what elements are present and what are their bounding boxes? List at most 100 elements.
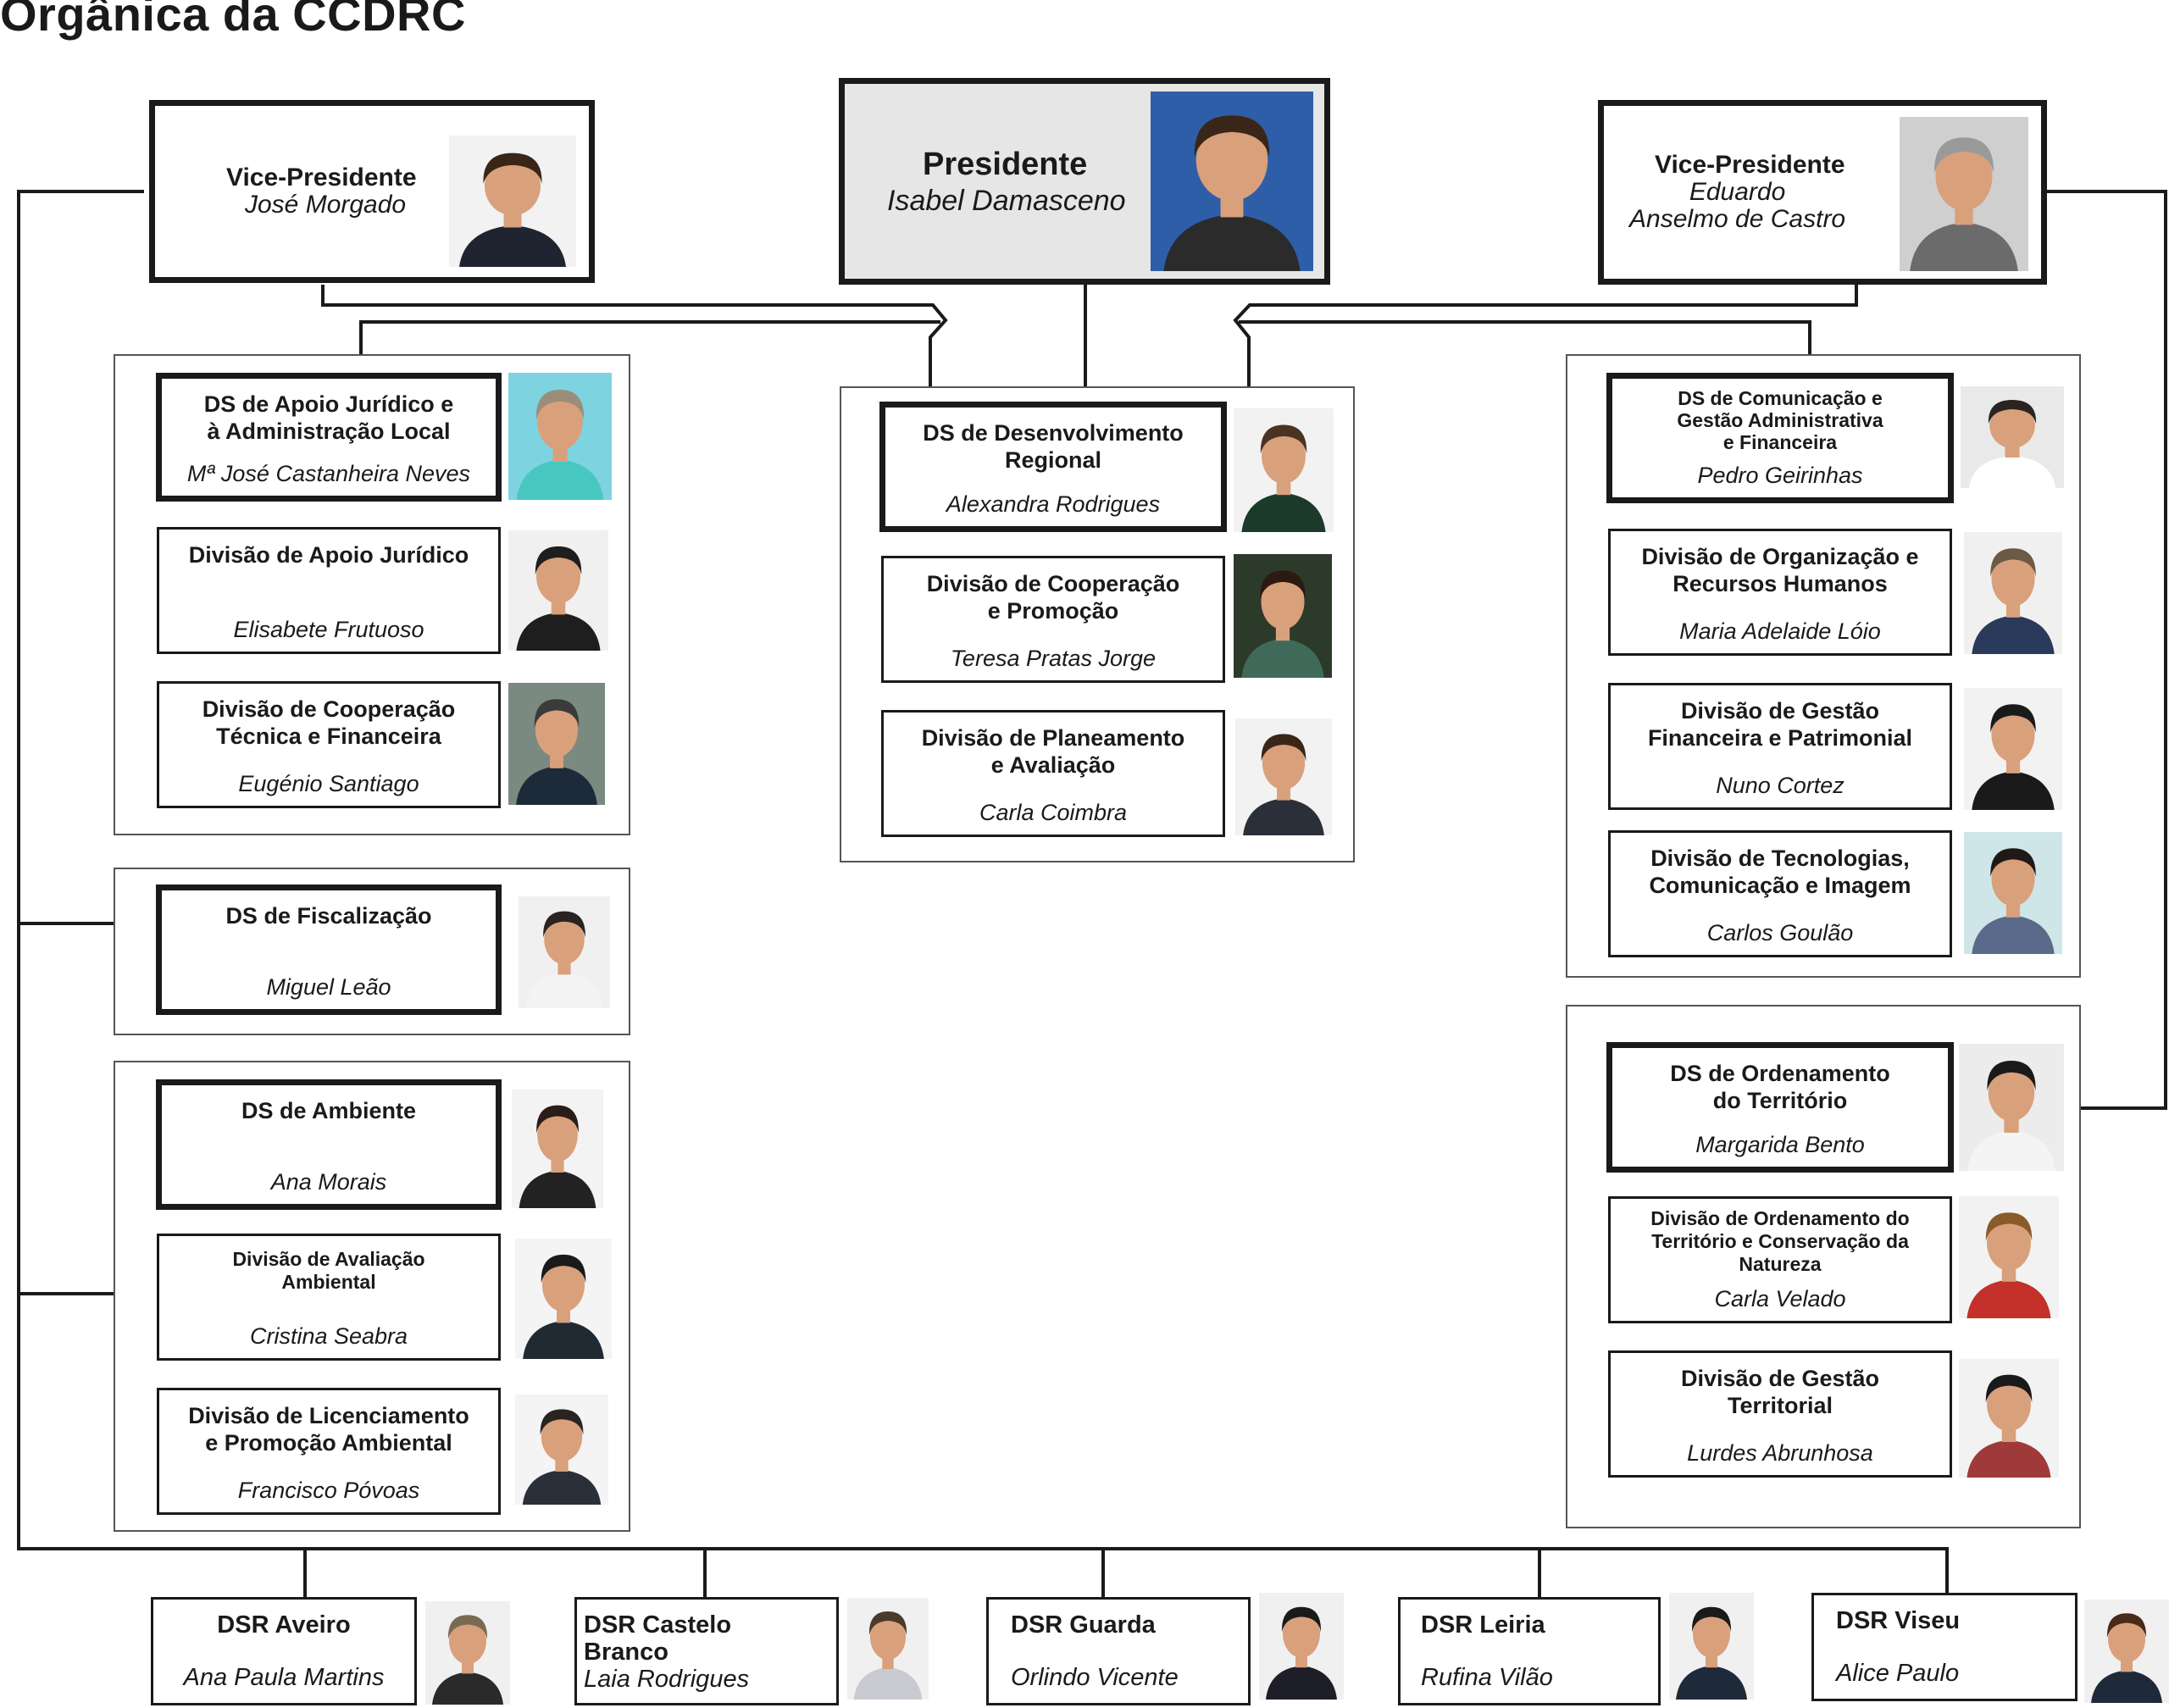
portrait-photo (519, 896, 610, 1008)
portrait-photo (1964, 688, 2062, 810)
unit-div-cooperacao-tecnica: Divisão de Cooperação Técnica e Financei… (157, 681, 501, 808)
unit-title: Divisão de Gestão Territorial (1680, 1366, 1880, 1418)
unit-head-name: Alexandra Rodrigues (946, 491, 1161, 517)
unit-title: DS de Ambiente (241, 1098, 417, 1123)
connector-vp-right (1233, 285, 1858, 386)
unit-title: Divisão de Organização e Recursos Humano… (1641, 544, 1919, 596)
unit-title: DS de Comunicação e Gestão Administrativ… (1677, 387, 1883, 453)
unit-head-name: Elisabete Frutuoso (233, 617, 424, 642)
group-right-ordenamento (1566, 1005, 2081, 1528)
portrait-photo (1900, 117, 2028, 271)
unit-head-name: Cristina Seabra (249, 1323, 408, 1349)
unit-title: DSR Guarda (1011, 1611, 1156, 1639)
unit-title: Divisão de Cooperação e Promoção (926, 571, 1180, 624)
unit-dsr-castelo-branco: DSR Castelo Branco Laia Rodrigues (574, 1597, 839, 1705)
unit-head-name: Carla Velado (1714, 1286, 1846, 1312)
unit-title: DS de Ordenamento do Território (1670, 1061, 1890, 1113)
unit-dsr-guarda: DSR Guarda Orlindo Vicente (986, 1597, 1251, 1705)
unit-title: DSR Leiria (1421, 1611, 1545, 1639)
unit-title: Divisão de Cooperação Técnica e Financei… (202, 696, 456, 749)
unit-head-name: Miguel Leão (266, 974, 391, 1000)
unit-title: DSR Viseu (1836, 1607, 1961, 1634)
portrait-photo (1959, 1196, 2059, 1318)
portrait-photo (1964, 832, 2062, 954)
vp-left-name: José Morgado (245, 191, 407, 219)
unit-dsr-leiria: DSR Leiria Rufina Vilão (1398, 1597, 1661, 1705)
unit-title: Divisão de Licenciamento e Promoção Ambi… (188, 1403, 469, 1456)
portrait-photo (1959, 1359, 2059, 1478)
unit-ds-apoio-juridico: DS de Apoio Jurídico e à Administração L… (156, 373, 502, 502)
unit-title: Divisão de Ordenamento do Território e C… (1650, 1207, 1910, 1275)
unit-head-name: Carla Coimbra (979, 800, 1128, 825)
group-left-ambiente (114, 1061, 630, 1532)
unit-head-name: Alice Paulo (1836, 1660, 1960, 1687)
group-right-comunicacao (1566, 354, 2081, 978)
unit-head-name: Orlindo Vicente (1011, 1664, 1179, 1691)
unit-div-gestao-territorial: Divisão de Gestão Territorial Lurdes Abr… (1608, 1350, 1952, 1478)
portrait-photo (1959, 1044, 2064, 1171)
unit-head-name: Margarida Bento (1695, 1132, 1865, 1157)
unit-ds-desenvolvimento-regional: DS de Desenvolvimento Regional Alexandra… (879, 402, 1227, 532)
unit-title: Divisão de Avaliação Ambiental (232, 1248, 425, 1293)
portrait-photo (1234, 554, 1332, 678)
unit-head-name: Rufina Vilão (1421, 1664, 1553, 1691)
portrait-photo (1669, 1593, 1754, 1700)
portrait-photo (1961, 386, 2064, 488)
unit-head-name: Laia Rodrigues (584, 1666, 750, 1693)
unit-title: DS de Desenvolvimento Regional (923, 420, 1184, 473)
portrait-photo (1259, 1593, 1344, 1700)
unit-head-name: Ana Morais (270, 1169, 387, 1195)
unit-head-name: Lurdes Abrunhosa (1687, 1440, 1873, 1466)
group-left-fiscalizacao (114, 868, 630, 1035)
unit-ds-ordenamento: DS de Ordenamento do Território Margarid… (1606, 1042, 1954, 1173)
portrait-photo (515, 1395, 608, 1505)
unit-div-avaliacao-ambiental: Divisão de Avaliação Ambiental Cristina … (157, 1234, 501, 1361)
connector-vp-left (321, 285, 948, 386)
connector-right-bar (2045, 190, 2167, 1110)
portrait-photo (449, 136, 576, 267)
unit-head-name: Carlos Goulão (1706, 920, 1854, 946)
unit-ds-fiscalizacao: DS de Fiscalização Miguel Leão (156, 884, 502, 1015)
unit-div-cooperacao-promocao: Divisão de Cooperação e Promoção Teresa … (881, 556, 1225, 683)
unit-div-planeamento-avaliacao: Divisão de Planeamento e Avaliação Carla… (881, 710, 1225, 837)
unit-head-name: Mª José Castanheira Neves (186, 461, 471, 486)
president-name: Isabel Damasceno (887, 185, 1126, 217)
portrait-photo (508, 530, 608, 651)
vp-right-title: Vice-Presidente (1655, 151, 1845, 179)
portrait-photo (508, 683, 605, 805)
unit-head-name: Francisco Póvoas (237, 1478, 420, 1503)
connector-left-bar (17, 190, 1949, 1550)
portrait-photo (515, 1239, 612, 1359)
unit-title: DSR Aveiro (217, 1611, 351, 1639)
unit-div-apoio-juridico: Divisão de Apoio Jurídico Elisabete Frut… (157, 527, 501, 654)
group-center-desenvolvimento (840, 386, 1355, 862)
unit-div-gestao-financeira: Divisão de Gestão Financeira e Patrimoni… (1608, 683, 1952, 810)
unit-head-name: Maria Adelaide Lóio (1679, 618, 1881, 644)
unit-dsr-aveiro: DSR Aveiro Ana Paula Martins (151, 1597, 417, 1705)
portrait-photo (1151, 92, 1313, 271)
unit-head-name: Teresa Pratas Jorge (950, 646, 1157, 671)
unit-head-name: Ana Paula Martins (183, 1664, 385, 1691)
portrait-photo (1234, 408, 1334, 532)
unit-head-name: Nuno Cortez (1716, 773, 1844, 798)
unit-div-organizacao-rh: Divisão de Organização e Recursos Humano… (1608, 529, 1952, 656)
unit-div-ordenamento-conservacao: Divisão de Ordenamento do Território e C… (1608, 1196, 1952, 1323)
unit-title: Divisão de Planeamento e Avaliação (921, 725, 1185, 778)
unit-div-licenciamento-ambiental: Divisão de Licenciamento e Promoção Ambi… (157, 1388, 501, 1515)
page-title: Orgânica da CCDRC (0, 0, 466, 41)
unit-head-name: Pedro Geirinhas (1697, 463, 1863, 488)
vp-left-title: Vice-Presidente (226, 164, 417, 191)
vp-right-name: Eduardo Anselmo de Castro (1629, 178, 1846, 233)
unit-head-name: Eugénio Santiago (238, 771, 419, 796)
group-left-juridico (114, 354, 630, 835)
connector-right-column (1239, 320, 1811, 354)
portrait-photo (425, 1601, 510, 1705)
unit-title: Divisão de Apoio Jurídico (188, 542, 469, 568)
portrait-photo (508, 373, 612, 500)
unit-title: Divisão de Gestão Financeira e Patrimoni… (1647, 698, 1913, 751)
unit-div-tecnologias: Divisão de Tecnologias, Comunicação e Im… (1608, 830, 1952, 957)
portrait-photo (1964, 532, 2062, 654)
unit-title: DS de Apoio Jurídico e à Administração L… (203, 391, 454, 444)
connector-left-column (359, 320, 940, 354)
